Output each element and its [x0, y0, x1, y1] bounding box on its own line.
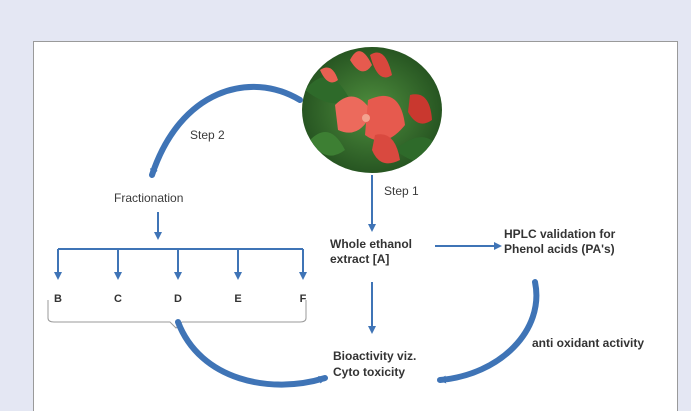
- extract-label-line1: Whole ethanol: [330, 237, 412, 251]
- antioxidant-label: anti oxidant activity: [532, 336, 645, 350]
- step2-label: Step 2: [190, 128, 225, 142]
- fraction-bracket: [47, 300, 307, 329]
- flower-image: [302, 47, 442, 173]
- hplc-to-bio-curved-arrow: [437, 279, 540, 384]
- step2-curved-arrow: [149, 83, 303, 178]
- fraction-label-b: B: [54, 293, 62, 305]
- extract-label-line2: extract [A]: [330, 252, 390, 266]
- step1-label: Step 1: [384, 184, 419, 198]
- fractionation-label: Fractionation: [114, 191, 184, 205]
- fraction-label-d: D: [174, 293, 182, 305]
- bioactivity-label-line2: Cyto toxicity: [333, 365, 406, 379]
- fraction-to-bio-curved-arrow: [175, 319, 328, 388]
- hplc-label-line1: HPLC validation for: [504, 227, 616, 241]
- fraction-label-c: C: [114, 293, 122, 305]
- fraction-label-f: F: [299, 293, 307, 305]
- bioactivity-label-line1: Bioactivity viz.: [333, 349, 417, 363]
- hplc-label-line2: Phenol acids (PA's): [504, 242, 615, 256]
- fraction-label-e: E: [234, 293, 242, 305]
